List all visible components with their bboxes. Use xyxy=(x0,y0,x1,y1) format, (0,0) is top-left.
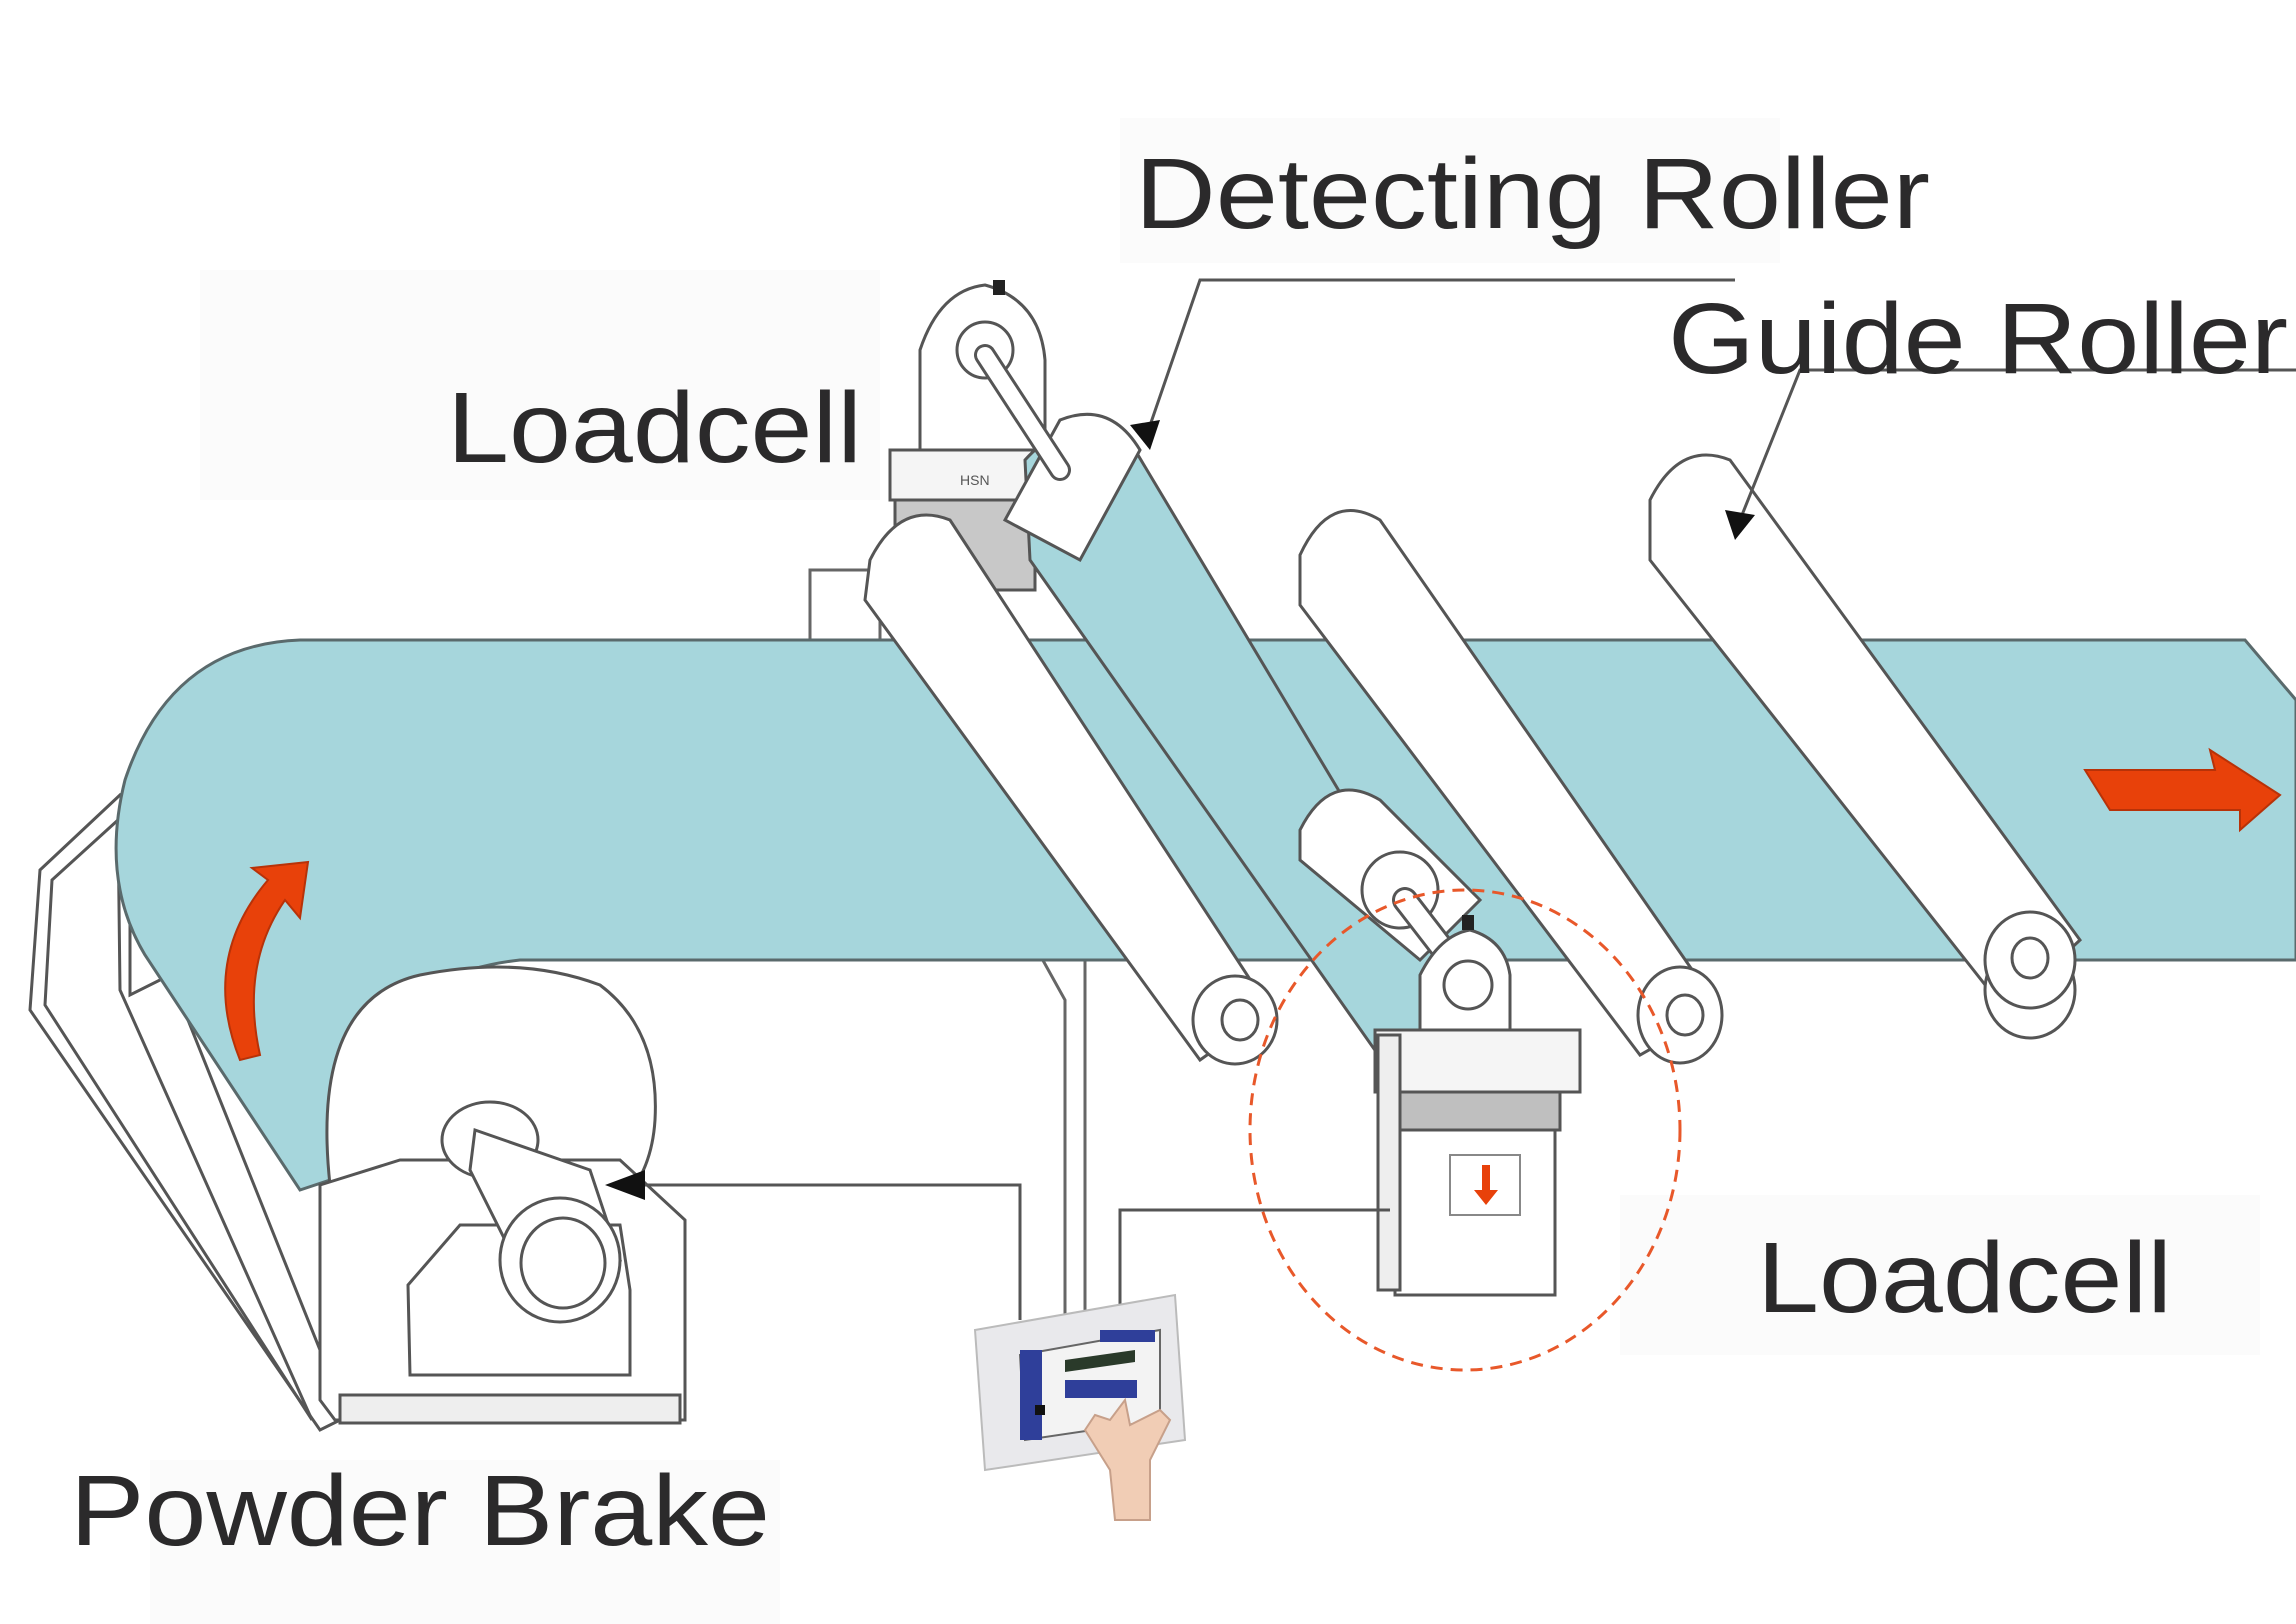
loadcell-bottom xyxy=(1373,915,1582,1297)
label-loadcell-top: Loadcell xyxy=(447,372,862,484)
rotation-arrow-icon xyxy=(224,860,310,1062)
loadcell-signal-line xyxy=(1118,1208,1390,1320)
detecting-roller-leader xyxy=(1143,278,1735,441)
svg-text:HSN: HSN xyxy=(960,472,990,488)
guide-roller-leader xyxy=(1738,368,2296,521)
label-bg-detecting xyxy=(1120,118,1780,263)
label-bg-powder-brake xyxy=(150,1460,780,1624)
hand-icon xyxy=(1083,1397,1172,1521)
detecting-roller-arrowhead-icon xyxy=(1130,420,1160,450)
label-loadcell-bottom: Loadcell xyxy=(1757,1222,2172,1334)
label-detecting-roller: Detecting Roller xyxy=(1135,138,1930,250)
tension-controller xyxy=(973,1293,1187,1521)
force-arrow-icon xyxy=(1474,1165,1498,1205)
middle-roller xyxy=(1298,509,1724,1065)
powder-brake xyxy=(318,1100,687,1425)
front-roller-left xyxy=(863,513,1279,1066)
brake-signal-line xyxy=(605,1170,1022,1320)
label-bg-loadcell-bottom xyxy=(1620,1195,2260,1355)
web-direction-arrow-icon xyxy=(2083,747,2282,833)
label-bg-loadcell-top xyxy=(200,270,880,500)
label-guide-roller: Guide Roller xyxy=(1668,283,2288,395)
guide-roller-arrowhead-icon xyxy=(1725,510,1755,540)
label-powder-brake: Powder Brake xyxy=(70,1455,770,1567)
guide-roller xyxy=(1648,453,2082,1040)
loadcell-highlight-circle xyxy=(1248,888,1682,1372)
detecting-roller xyxy=(974,344,1503,1102)
